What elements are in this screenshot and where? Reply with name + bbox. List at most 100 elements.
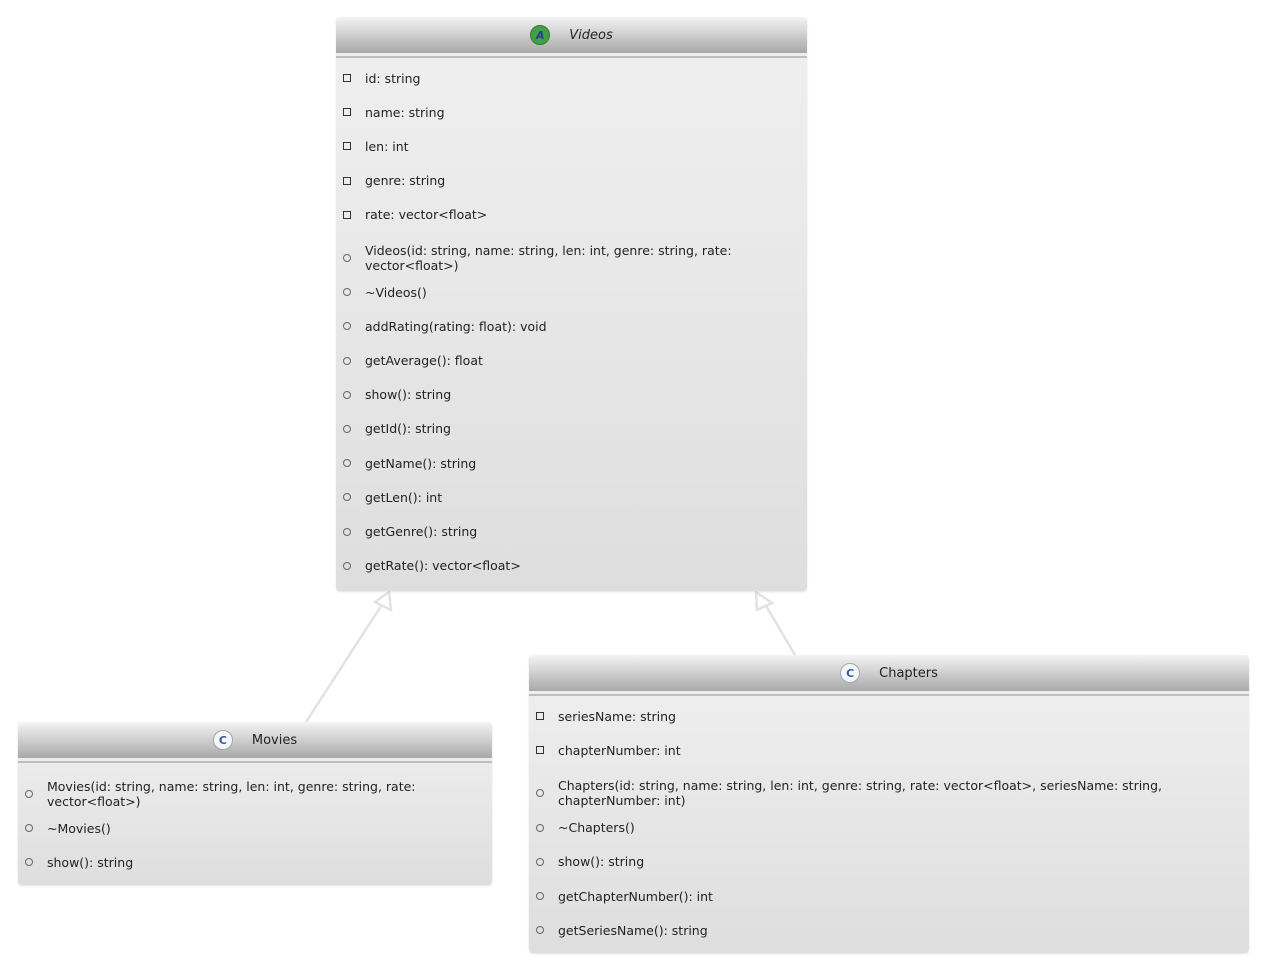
method-label: getSeriesName(): string — [558, 922, 708, 938]
public-visibility-icon — [25, 824, 33, 833]
class-movies-header: C Movies — [18, 722, 492, 758]
method-label: ~Videos() — [365, 284, 427, 300]
class-chapters-methods: Chapters(id: string, name: string, len: … — [529, 771, 1249, 947]
public-visibility-icon — [343, 459, 351, 468]
attribute-row: len: int — [336, 129, 807, 163]
class-movies-methods: Movies(id: string, name: string, len: in… — [18, 763, 492, 880]
movies-extends-videos-arrowhead — [372, 589, 393, 613]
method-label: ~Movies() — [47, 820, 111, 836]
method-label: getGenre(): string — [365, 524, 478, 540]
attribute-label: chapterNumber: int — [558, 742, 681, 758]
method-row: Chapters(id: string, name: string, len: … — [529, 776, 1249, 810]
method-row: show(): string — [336, 378, 807, 412]
chapters-extends-videos-arrowhead — [754, 589, 775, 612]
class-chapters-name: Chapters — [879, 665, 938, 681]
class-videos-header: A Videos — [336, 17, 807, 53]
class-chapters-attributes: seriesName: string chapterNumber: int — [529, 696, 1249, 771]
method-row: show(): string — [529, 845, 1249, 879]
method-label: getLen(): int — [365, 489, 443, 505]
public-visibility-icon — [536, 789, 544, 798]
attribute-label: len: int — [365, 138, 409, 154]
method-row: ~Chapters() — [529, 811, 1249, 845]
public-visibility-icon — [343, 527, 351, 536]
method-label: show(): string — [365, 387, 452, 403]
abstract-class-icon: A — [530, 25, 551, 45]
public-visibility-icon — [25, 858, 33, 867]
method-row: getId(): string — [336, 412, 807, 446]
public-visibility-icon — [343, 322, 351, 331]
public-visibility-icon — [343, 356, 351, 365]
attribute-row: chapterNumber: int — [529, 733, 1249, 767]
movies-extends-videos-edge — [304, 602, 385, 723]
method-row: Videos(id: string, name: string, len: in… — [336, 241, 807, 275]
method-row: getGenre(): string — [336, 514, 807, 548]
method-label: addRating(rating: float): void — [365, 318, 547, 334]
class-videos-name: Videos — [569, 27, 613, 43]
public-visibility-icon — [536, 926, 544, 935]
chapters-extends-videos-edge — [763, 603, 797, 656]
private-visibility-icon — [536, 712, 544, 721]
class-icon: C — [840, 663, 861, 683]
public-visibility-icon — [343, 254, 351, 263]
method-label: getName(): string — [365, 455, 477, 471]
class-chapters-header: C Chapters — [529, 655, 1249, 691]
method-label: Videos(id: string, name: string, len: in… — [365, 243, 732, 274]
method-row: addRating(rating: float): void — [336, 309, 807, 343]
class-movies-name: Movies — [251, 732, 298, 748]
header-separator — [529, 691, 1249, 696]
class-videos[interactable]: A Videos id: string name: string len: in… — [336, 17, 807, 591]
attribute-row: name: string — [336, 95, 807, 129]
method-row: ~Videos() — [336, 275, 807, 309]
public-visibility-icon — [536, 823, 544, 832]
class-chapters[interactable]: C Chapters seriesName: string chapterNum… — [529, 655, 1249, 953]
method-label: getId(): string — [365, 421, 451, 437]
method-row: getRate(): vector<float> — [336, 549, 807, 583]
public-visibility-icon — [343, 424, 351, 433]
class-icon: C — [212, 730, 233, 750]
public-visibility-icon — [343, 390, 351, 399]
attribute-row: seriesName: string — [529, 699, 1249, 733]
method-row: getSeriesName(): string — [529, 913, 1249, 947]
attribute-label: rate: vector<float> — [365, 207, 488, 223]
method-row: Movies(id: string, name: string, len: in… — [18, 777, 492, 811]
attribute-label: id: string — [365, 70, 421, 86]
method-row: getLen(): int — [336, 480, 807, 514]
private-visibility-icon — [343, 176, 351, 185]
method-label: ~Chapters() — [558, 820, 635, 836]
method-label: Chapters(id: string, name: string, len: … — [558, 778, 1163, 809]
public-visibility-icon — [343, 561, 351, 570]
public-visibility-icon — [536, 857, 544, 866]
method-label: show(): string — [558, 854, 645, 870]
private-visibility-icon — [343, 142, 351, 151]
method-label: Movies(id: string, name: string, len: in… — [47, 779, 416, 810]
private-visibility-icon — [343, 210, 351, 219]
method-row: getChapterNumber(): int — [529, 879, 1249, 913]
private-visibility-icon — [343, 74, 351, 83]
attribute-label: seriesName: string — [558, 708, 676, 724]
method-label: show(): string — [47, 854, 134, 870]
class-videos-attributes: id: string name: string len: int genre: … — [336, 58, 807, 236]
private-visibility-icon — [343, 108, 351, 117]
public-visibility-icon — [343, 493, 351, 502]
attribute-row: genre: string — [336, 164, 807, 198]
method-label: getChapterNumber(): int — [558, 888, 713, 904]
header-separator — [336, 53, 807, 58]
public-visibility-icon — [536, 892, 544, 901]
attribute-label: name: string — [365, 104, 445, 120]
private-visibility-icon — [536, 746, 544, 755]
method-row: getAverage(): float — [336, 344, 807, 378]
attribute-label: genre: string — [365, 173, 446, 189]
class-videos-methods: Videos(id: string, name: string, len: in… — [336, 235, 807, 583]
method-label: getAverage(): float — [365, 353, 483, 369]
public-visibility-icon — [343, 288, 351, 297]
attribute-row: id: string — [336, 61, 807, 95]
class-movies[interactable]: C Movies Movies(id: string, name: string… — [18, 722, 492, 885]
method-row: show(): string — [18, 845, 492, 879]
attribute-row: rate: vector<float> — [336, 198, 807, 232]
method-row: getName(): string — [336, 446, 807, 480]
method-row: ~Movies() — [18, 811, 492, 845]
header-separator — [18, 758, 492, 763]
method-label: getRate(): vector<float> — [365, 558, 521, 574]
public-visibility-icon — [25, 790, 33, 799]
